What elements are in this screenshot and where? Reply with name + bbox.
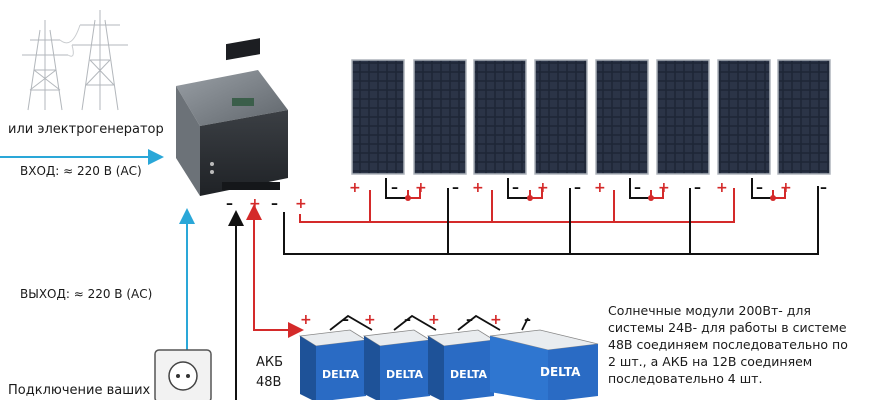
note-line: Солнечные модули 200Вт- для xyxy=(608,303,811,318)
inverter-battery-plus: + xyxy=(249,196,261,212)
battery: DELTA xyxy=(298,329,368,400)
plus-mark: + xyxy=(658,180,670,196)
output-label: ВЫХОД: ≈ 220 В (АС) xyxy=(20,287,153,301)
minus-mark: – xyxy=(756,180,763,196)
battery: DELTA xyxy=(489,329,599,400)
note-line: системы 24В- для работы в системе xyxy=(608,320,847,335)
polarity-marks: + – + – + – + – + – + – + – + – – + – + … xyxy=(226,180,827,328)
plus-mark: + xyxy=(415,180,427,196)
plus-mark: + xyxy=(300,312,312,328)
minus-mark: – xyxy=(466,312,473,328)
power-pylon-icon xyxy=(22,10,128,111)
solar-panel xyxy=(595,59,649,175)
note-line: 48В соединяем последовательно по xyxy=(608,337,848,352)
minus-mark: – xyxy=(694,180,701,196)
solar-panel xyxy=(534,59,588,175)
solar-panels xyxy=(351,59,831,175)
series-junctions xyxy=(405,195,776,201)
minus-mark: – xyxy=(524,312,531,328)
plus-mark: + xyxy=(364,312,376,328)
battery: DELTA xyxy=(426,329,496,400)
solar-panel xyxy=(717,59,771,175)
hybrid-inverter xyxy=(176,38,288,196)
batteries: DELTA DELTA DELTA DELTA xyxy=(298,314,599,400)
solar-panel xyxy=(351,59,405,175)
minus-mark: – xyxy=(512,180,519,196)
minus-mark: – xyxy=(391,180,398,196)
plus-mark: + xyxy=(349,180,361,196)
inverter-pv-minus: – xyxy=(271,196,278,212)
minus-mark: – xyxy=(574,180,581,196)
connection-label: Подключение ваших xyxy=(8,383,151,398)
battery-brand: DELTA xyxy=(540,365,581,379)
plus-mark: + xyxy=(472,180,484,196)
battery-brand: DELTA xyxy=(450,368,487,381)
minus-mark: – xyxy=(452,180,459,196)
solar-panel xyxy=(473,59,527,175)
plus-mark: + xyxy=(716,180,728,196)
plus-mark: + xyxy=(490,312,502,328)
ac-arrows xyxy=(0,149,195,355)
generator-label: или электрогенератор xyxy=(8,122,164,137)
battery-brand: DELTA xyxy=(386,368,423,381)
plus-mark: + xyxy=(428,312,440,328)
wall-socket-icon xyxy=(154,349,212,400)
minus-mark: – xyxy=(634,180,641,196)
battery-label-line1: АКБ xyxy=(256,355,284,370)
battery: DELTA xyxy=(362,329,432,400)
solar-panel xyxy=(777,59,831,175)
input-label: ВХОД: ≈ 220 В (АС) xyxy=(20,164,142,178)
solar-panel xyxy=(413,59,467,175)
explanation-note: Солнечные модули 200Вт- для системы 24В-… xyxy=(608,302,848,387)
plus-mark: + xyxy=(780,180,792,196)
note-line: 2 шт., а АКБ на 12В соединяем xyxy=(608,354,813,369)
wiring xyxy=(228,178,819,400)
minus-mark: – xyxy=(820,180,827,196)
inverter-battery-minus: – xyxy=(226,196,233,212)
minus-mark: – xyxy=(342,312,349,328)
plus-mark: + xyxy=(594,180,606,196)
minus-mark: – xyxy=(404,312,411,328)
inverter-pv-plus: + xyxy=(295,196,307,212)
note-line: последовательно 4 шт. xyxy=(608,371,763,386)
battery-label-line2: 48В xyxy=(256,375,282,390)
battery-brand: DELTA xyxy=(322,368,359,381)
plus-mark: + xyxy=(537,180,549,196)
solar-panel xyxy=(656,59,710,175)
